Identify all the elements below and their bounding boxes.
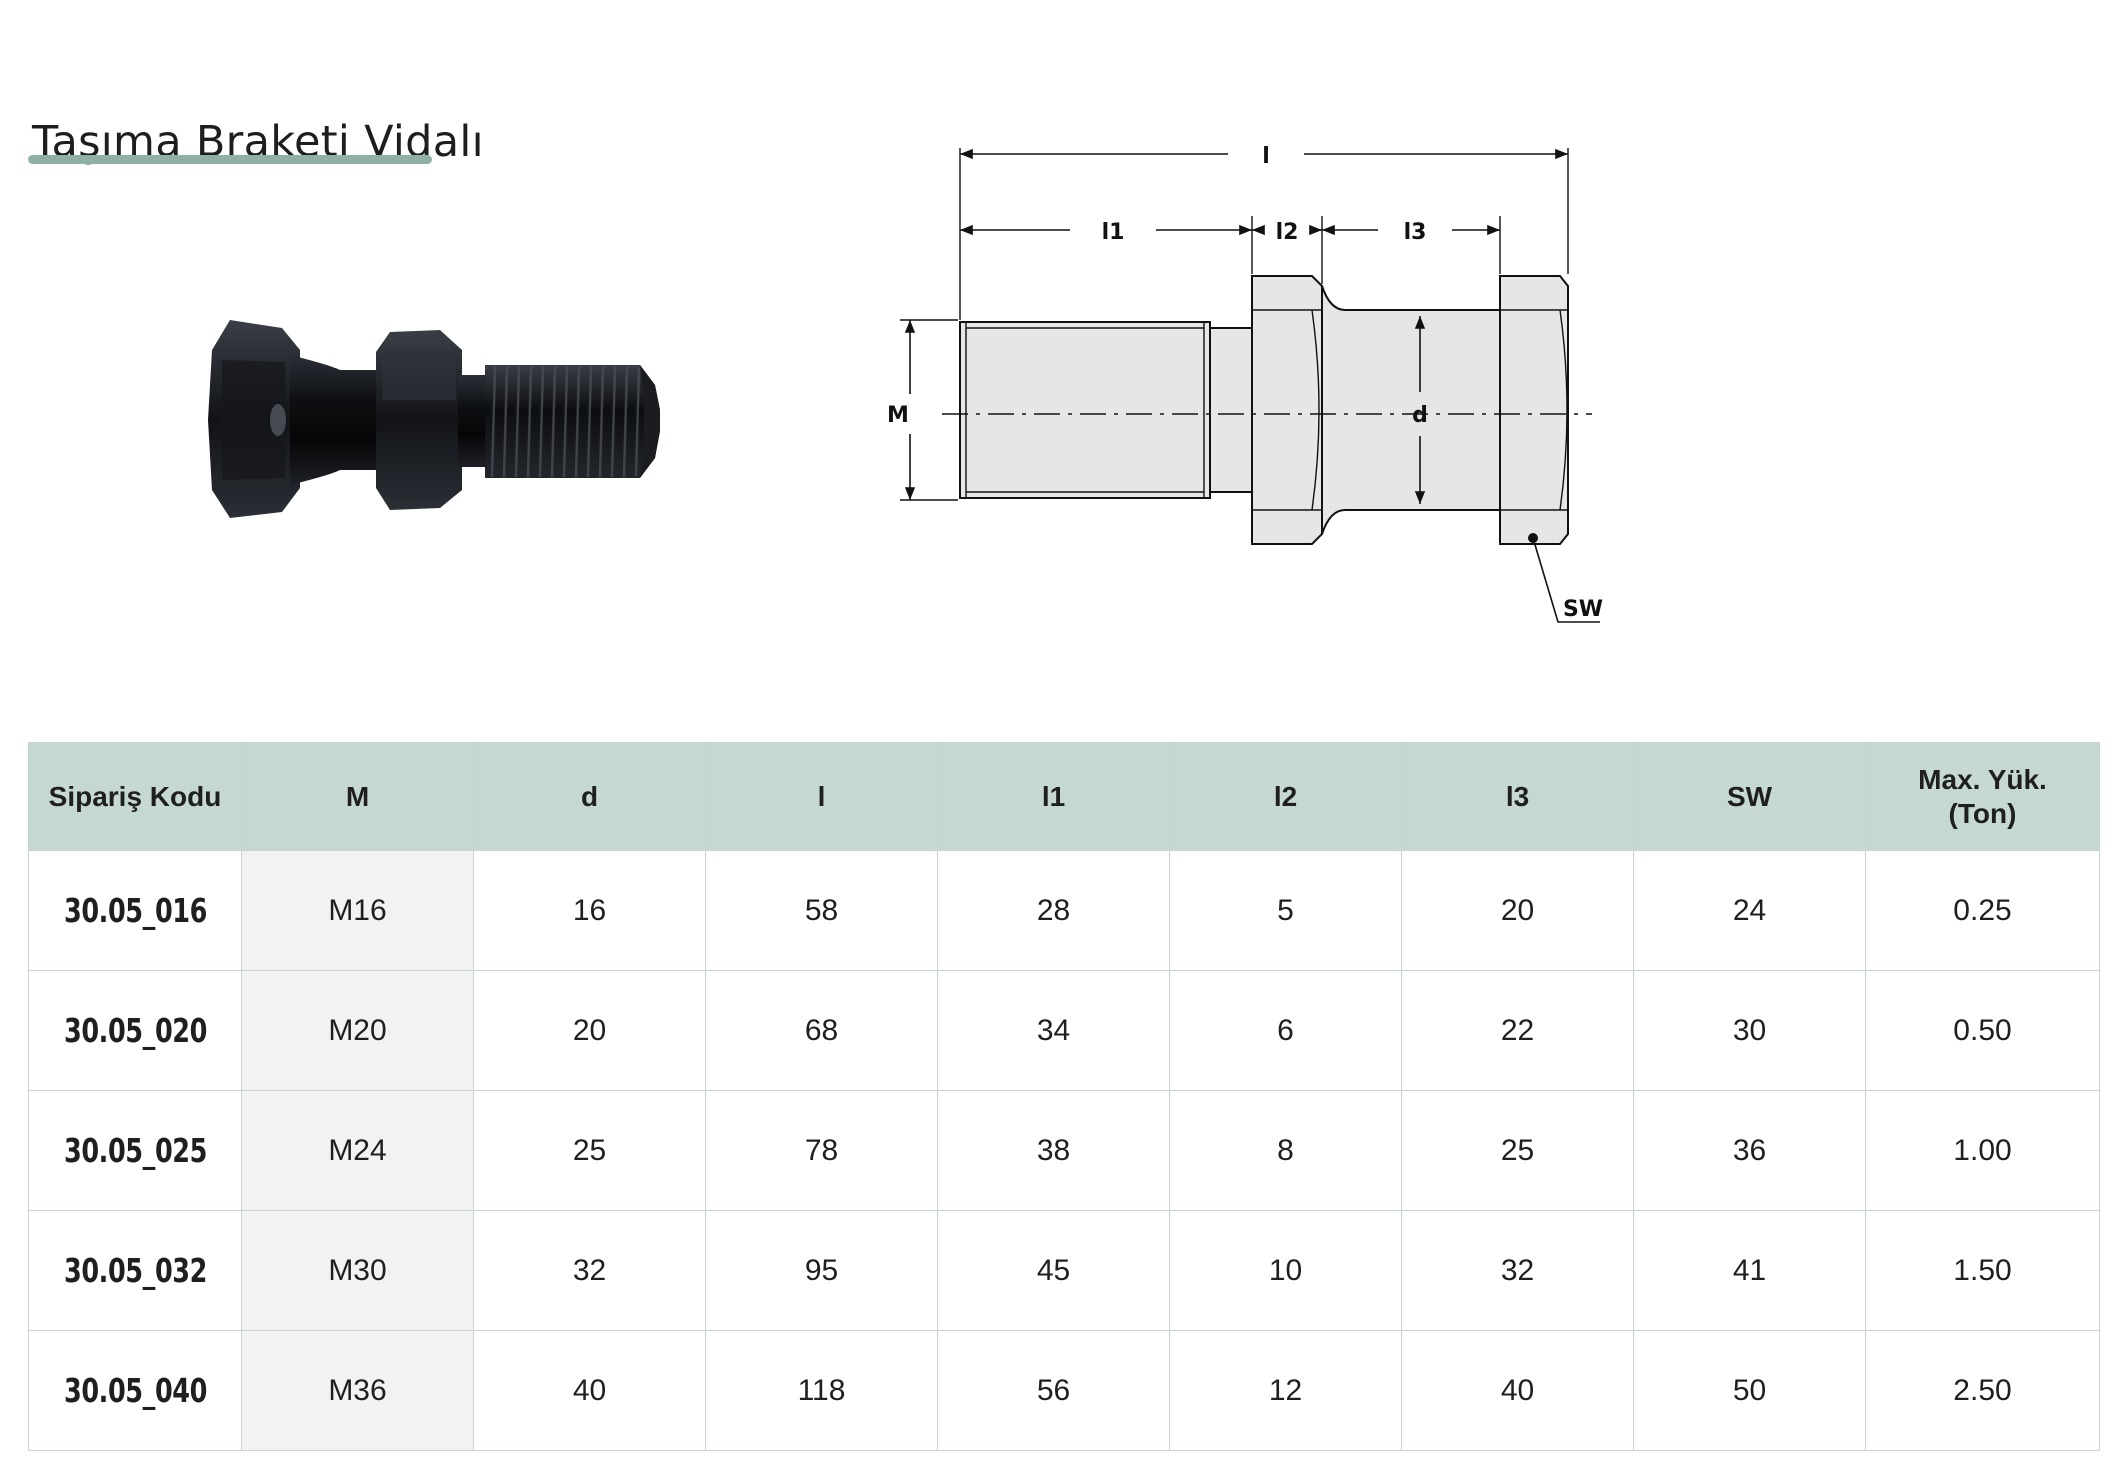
dim-label-M: M — [887, 403, 909, 428]
cell-M: M20 — [241, 970, 474, 1091]
cell-l: 68 — [705, 970, 938, 1091]
cell-l1: 38 — [937, 1090, 1170, 1211]
cell-l2: 5 — [1169, 850, 1402, 971]
header-l1: l1 — [937, 742, 1170, 851]
cell-l3: 25 — [1401, 1090, 1634, 1211]
cell-code: 30.05_025 — [42, 1090, 228, 1211]
cell-code: 30.05_016 — [42, 850, 228, 971]
dim-label-d: d — [1412, 403, 1428, 428]
product-photo — [208, 320, 660, 518]
cell-l2: 8 — [1169, 1090, 1402, 1211]
dim-label-l3: l3 — [1404, 220, 1427, 245]
header-max-load-line2: (Ton) — [1948, 797, 2017, 829]
table-row: 30.05_016 M16 16 58 28 5 20 24 0.25 — [29, 850, 2100, 971]
cell-code: 30.05_032 — [42, 1210, 228, 1331]
dim-label-l2: l2 — [1276, 220, 1299, 245]
table-row: 30.05_032 M30 32 95 45 10 32 41 1.50 — [29, 1210, 2100, 1331]
header-d: d — [473, 742, 706, 851]
header-max-load: Max. Yük. (Ton) — [1865, 742, 2100, 851]
cell-l2: 6 — [1169, 970, 1402, 1091]
cell-d: 32 — [473, 1210, 706, 1331]
cell-max-load: 0.25 — [1865, 850, 2100, 971]
cell-max-load: 1.00 — [1865, 1090, 2100, 1211]
dim-label-SW: SW — [1563, 597, 1603, 622]
cell-l: 118 — [705, 1330, 938, 1451]
cell-l2: 10 — [1169, 1210, 1402, 1331]
cell-d: 16 — [473, 850, 706, 971]
cell-l: 58 — [705, 850, 938, 971]
cell-M: M24 — [241, 1090, 474, 1211]
cell-d: 40 — [473, 1330, 706, 1451]
cell-l2: 12 — [1169, 1330, 1402, 1451]
cell-M: M36 — [241, 1330, 474, 1451]
cell-max-load: 2.50 — [1865, 1330, 2100, 1451]
cell-l3: 20 — [1401, 850, 1634, 971]
cell-SW: 24 — [1633, 850, 1866, 971]
cell-d: 20 — [473, 970, 706, 1091]
table-row: 30.05_040 M36 40 118 56 12 40 50 2.50 — [29, 1330, 2100, 1451]
header-l2: l2 — [1169, 742, 1402, 851]
cell-SW: 41 — [1633, 1210, 1866, 1331]
cell-d: 25 — [473, 1090, 706, 1211]
header-l: l — [705, 742, 938, 851]
cell-max-load: 1.50 — [1865, 1210, 2100, 1331]
spec-table: Sipariş Kodu M d l l1 l2 l3 SW Max. Yük.… — [28, 742, 2100, 1451]
header-code: Sipariş Kodu — [28, 742, 242, 851]
dim-label-l1: l1 — [1102, 220, 1125, 245]
table-row: 30.05_020 M20 20 68 34 6 22 30 0.50 — [29, 970, 2100, 1091]
cell-SW: 36 — [1633, 1090, 1866, 1211]
cell-l1: 28 — [937, 850, 1170, 971]
cell-l1: 45 — [937, 1210, 1170, 1331]
header-M: M — [241, 742, 474, 851]
cell-code: 30.05_020 — [42, 970, 228, 1091]
header-max-load-line1: Max. Yük. — [1918, 763, 2047, 795]
cell-l: 78 — [705, 1090, 938, 1211]
cell-l3: 40 — [1401, 1330, 1634, 1451]
cell-l: 95 — [705, 1210, 938, 1331]
cell-M: M16 — [241, 850, 474, 971]
table-row: 30.05_025 M24 25 78 38 8 25 36 1.00 — [29, 1090, 2100, 1211]
cell-l3: 22 — [1401, 970, 1634, 1091]
cell-l1: 56 — [937, 1330, 1170, 1451]
technical-drawing: l l1 l2 l3 M d SW — [887, 144, 1603, 623]
cell-SW: 30 — [1633, 970, 1866, 1091]
header-l3: l3 — [1401, 742, 1634, 851]
title-underline — [28, 155, 432, 164]
cell-SW: 50 — [1633, 1330, 1866, 1451]
cell-M: M30 — [241, 1210, 474, 1331]
dim-label-l: l — [1262, 144, 1270, 169]
cell-l1: 34 — [937, 970, 1170, 1091]
cell-max-load: 0.50 — [1865, 970, 2100, 1091]
table-header-row: Sipariş Kodu M d l l1 l2 l3 SW Max. Yük.… — [28, 742, 2100, 851]
header-SW: SW — [1633, 742, 1866, 851]
cell-code: 30.05_040 — [42, 1330, 228, 1451]
cell-l3: 32 — [1401, 1210, 1634, 1331]
